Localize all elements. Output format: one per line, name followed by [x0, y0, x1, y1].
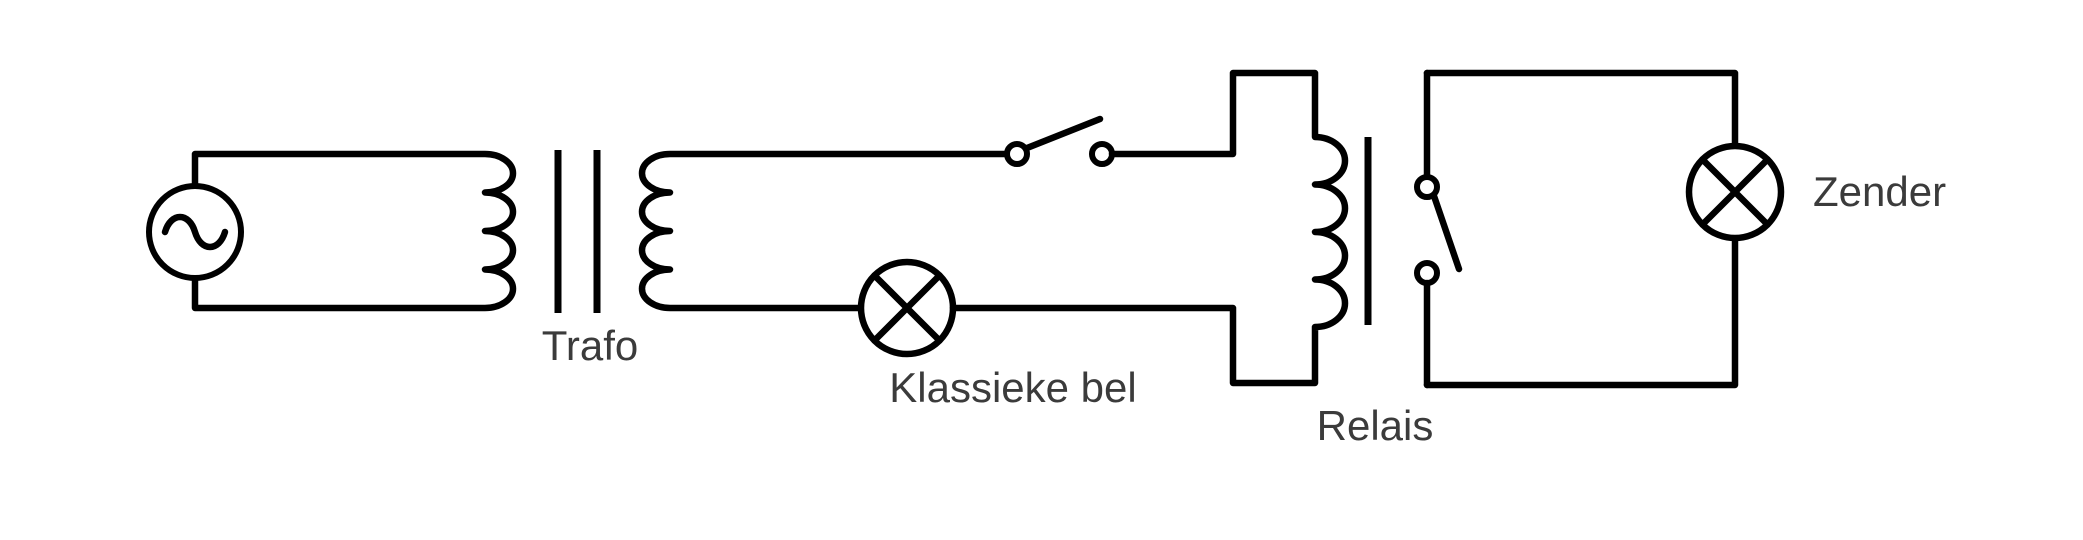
- transformer-core: [554, 150, 601, 313]
- transformer-secondary-coil: [638, 150, 1011, 312]
- primary-loop-wire: [191, 150, 517, 312]
- transmitter-label: Zender: [1813, 168, 1946, 215]
- pushbutton-switch-icon: [1004, 115, 1115, 167]
- transmitter-lamp-icon: [1685, 142, 1785, 242]
- secondary-circuit: [638, 115, 1115, 358]
- relay-label: Relais: [1317, 402, 1434, 449]
- primary-circuit: [146, 150, 517, 312]
- transmitter-circuit: [1423, 69, 1785, 389]
- transformer-label: Trafo: [542, 322, 638, 369]
- relay-contact-icon: [1414, 69, 1463, 389]
- relay-coil: [949, 69, 1372, 387]
- bell-lamp-icon: [857, 258, 957, 358]
- bell-label: Klassieke bel: [889, 364, 1136, 411]
- ac-source-icon: [146, 183, 244, 281]
